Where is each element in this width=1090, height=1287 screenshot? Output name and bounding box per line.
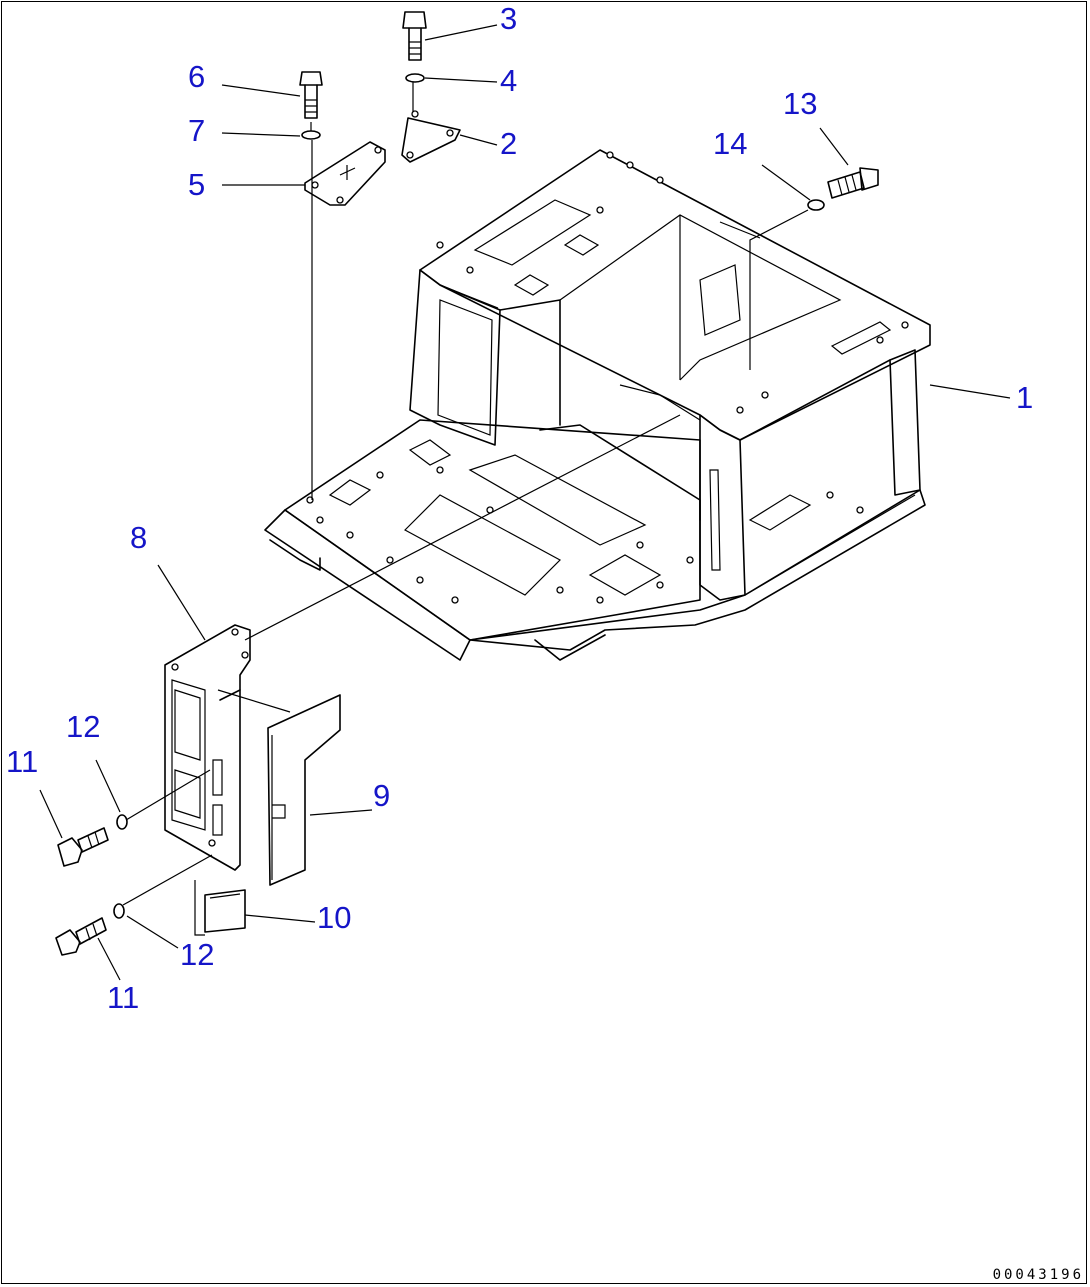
bolt-part-11-upper <box>57 827 109 867</box>
callout-8: 8 <box>130 520 148 555</box>
callout-11-upper: 11 <box>6 744 39 779</box>
callout-3: 3 <box>500 1 518 36</box>
cover-plate-part-5 <box>304 141 386 206</box>
callout-6: 6 <box>188 59 206 94</box>
washer-part-12-lower <box>113 903 125 919</box>
callout-13: 13 <box>783 86 818 121</box>
washer-part-4 <box>405 73 425 83</box>
washer-part-7 <box>301 130 321 140</box>
callout-11-lower: 11 <box>107 980 140 1015</box>
leader-lines <box>39 24 1011 981</box>
callout-9: 9 <box>373 778 391 813</box>
callout-12-upper: 12 <box>66 709 101 744</box>
bolt-part-13 <box>827 167 879 199</box>
assembly-lines <box>122 82 809 936</box>
callout-1: 1 <box>1016 380 1034 415</box>
cover-part-9 <box>267 694 341 886</box>
callout-12-lower: 12 <box>180 937 215 972</box>
callout-5: 5 <box>188 167 206 202</box>
bracket-part-2 <box>401 110 461 163</box>
callout-7: 7 <box>188 113 206 148</box>
bolt-part-3 <box>402 11 427 61</box>
bolt-part-11-lower <box>55 917 107 956</box>
main-frame-part-1 <box>264 149 931 661</box>
pad-part-10 <box>204 889 246 933</box>
callout-4: 4 <box>500 63 518 98</box>
callout-10: 10 <box>317 900 352 935</box>
document-number: 00043196 <box>992 1267 1084 1283</box>
bolt-part-6 <box>299 71 323 119</box>
side-panel-part-8 <box>164 624 251 871</box>
callout-14: 14 <box>713 126 748 161</box>
callout-2: 2 <box>500 126 518 161</box>
washer-part-12-upper <box>116 814 128 830</box>
washer-part-14 <box>807 199 825 211</box>
